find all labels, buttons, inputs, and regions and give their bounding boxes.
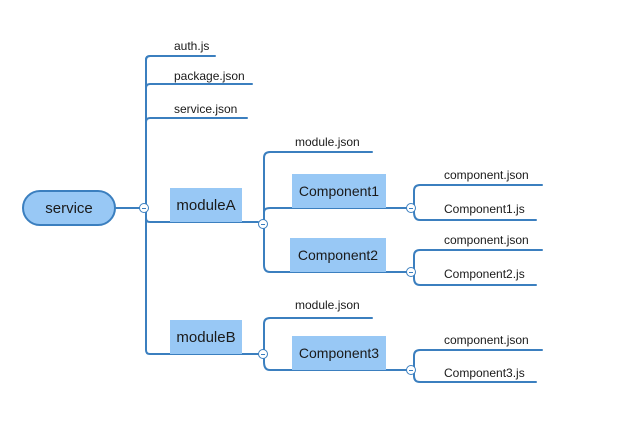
file-node-component2-json[interactable]: component.json <box>444 233 529 247</box>
file-node-component1-json[interactable]: component.json <box>444 168 529 182</box>
spine-moduleA <box>263 151 387 273</box>
component-node-component1[interactable]: Component1 <box>292 174 386 208</box>
component-node-component2[interactable]: Component2 <box>290 238 386 272</box>
collapse-circle-icon[interactable] <box>258 219 268 229</box>
module-node-label: moduleB <box>176 328 236 346</box>
collapse-circle-icon[interactable] <box>258 349 268 359</box>
component-node-label: Component3 <box>298 345 380 361</box>
root-node-service[interactable]: service <box>22 190 116 226</box>
file-node-package-json[interactable]: package.json <box>174 69 245 83</box>
file-node-service-json[interactable]: service.json <box>174 102 238 116</box>
file-node-component3-js[interactable]: Component3.js <box>444 366 525 380</box>
collapse-circle-icon[interactable] <box>406 267 416 277</box>
file-node-auth-js[interactable]: auth.js <box>174 39 210 53</box>
root-node-label: service <box>45 199 93 217</box>
file-node-moduleB-json[interactable]: module.json <box>295 298 360 312</box>
file-node-component1-js[interactable]: Component1.js <box>444 202 525 216</box>
collapse-circle-icon[interactable] <box>406 203 416 213</box>
file-node-component3-json[interactable]: component.json <box>444 333 529 347</box>
module-node-label: moduleA <box>176 196 236 214</box>
spine-component3 <box>413 349 537 383</box>
component-node-label: Component1 <box>298 183 380 199</box>
link-auth-js <box>145 55 216 61</box>
link-package-json <box>145 83 253 89</box>
component-node-component3[interactable]: Component3 <box>292 336 386 370</box>
component-node-label: Component2 <box>297 247 379 263</box>
spine-moduleB <box>263 317 387 371</box>
collapse-circle-icon[interactable] <box>139 203 149 213</box>
file-node-moduleA-json[interactable]: module.json <box>295 135 360 149</box>
collapse-circle-icon[interactable] <box>406 365 416 375</box>
link-component1 <box>263 207 387 213</box>
module-node-moduleB[interactable]: moduleB <box>170 320 242 354</box>
file-node-component2-js[interactable]: Component2.js <box>444 267 525 281</box>
spine-component2 <box>413 249 537 286</box>
module-node-moduleA[interactable]: moduleA <box>170 188 242 222</box>
link-moduleA <box>145 217 243 223</box>
link-service-json <box>145 117 248 123</box>
